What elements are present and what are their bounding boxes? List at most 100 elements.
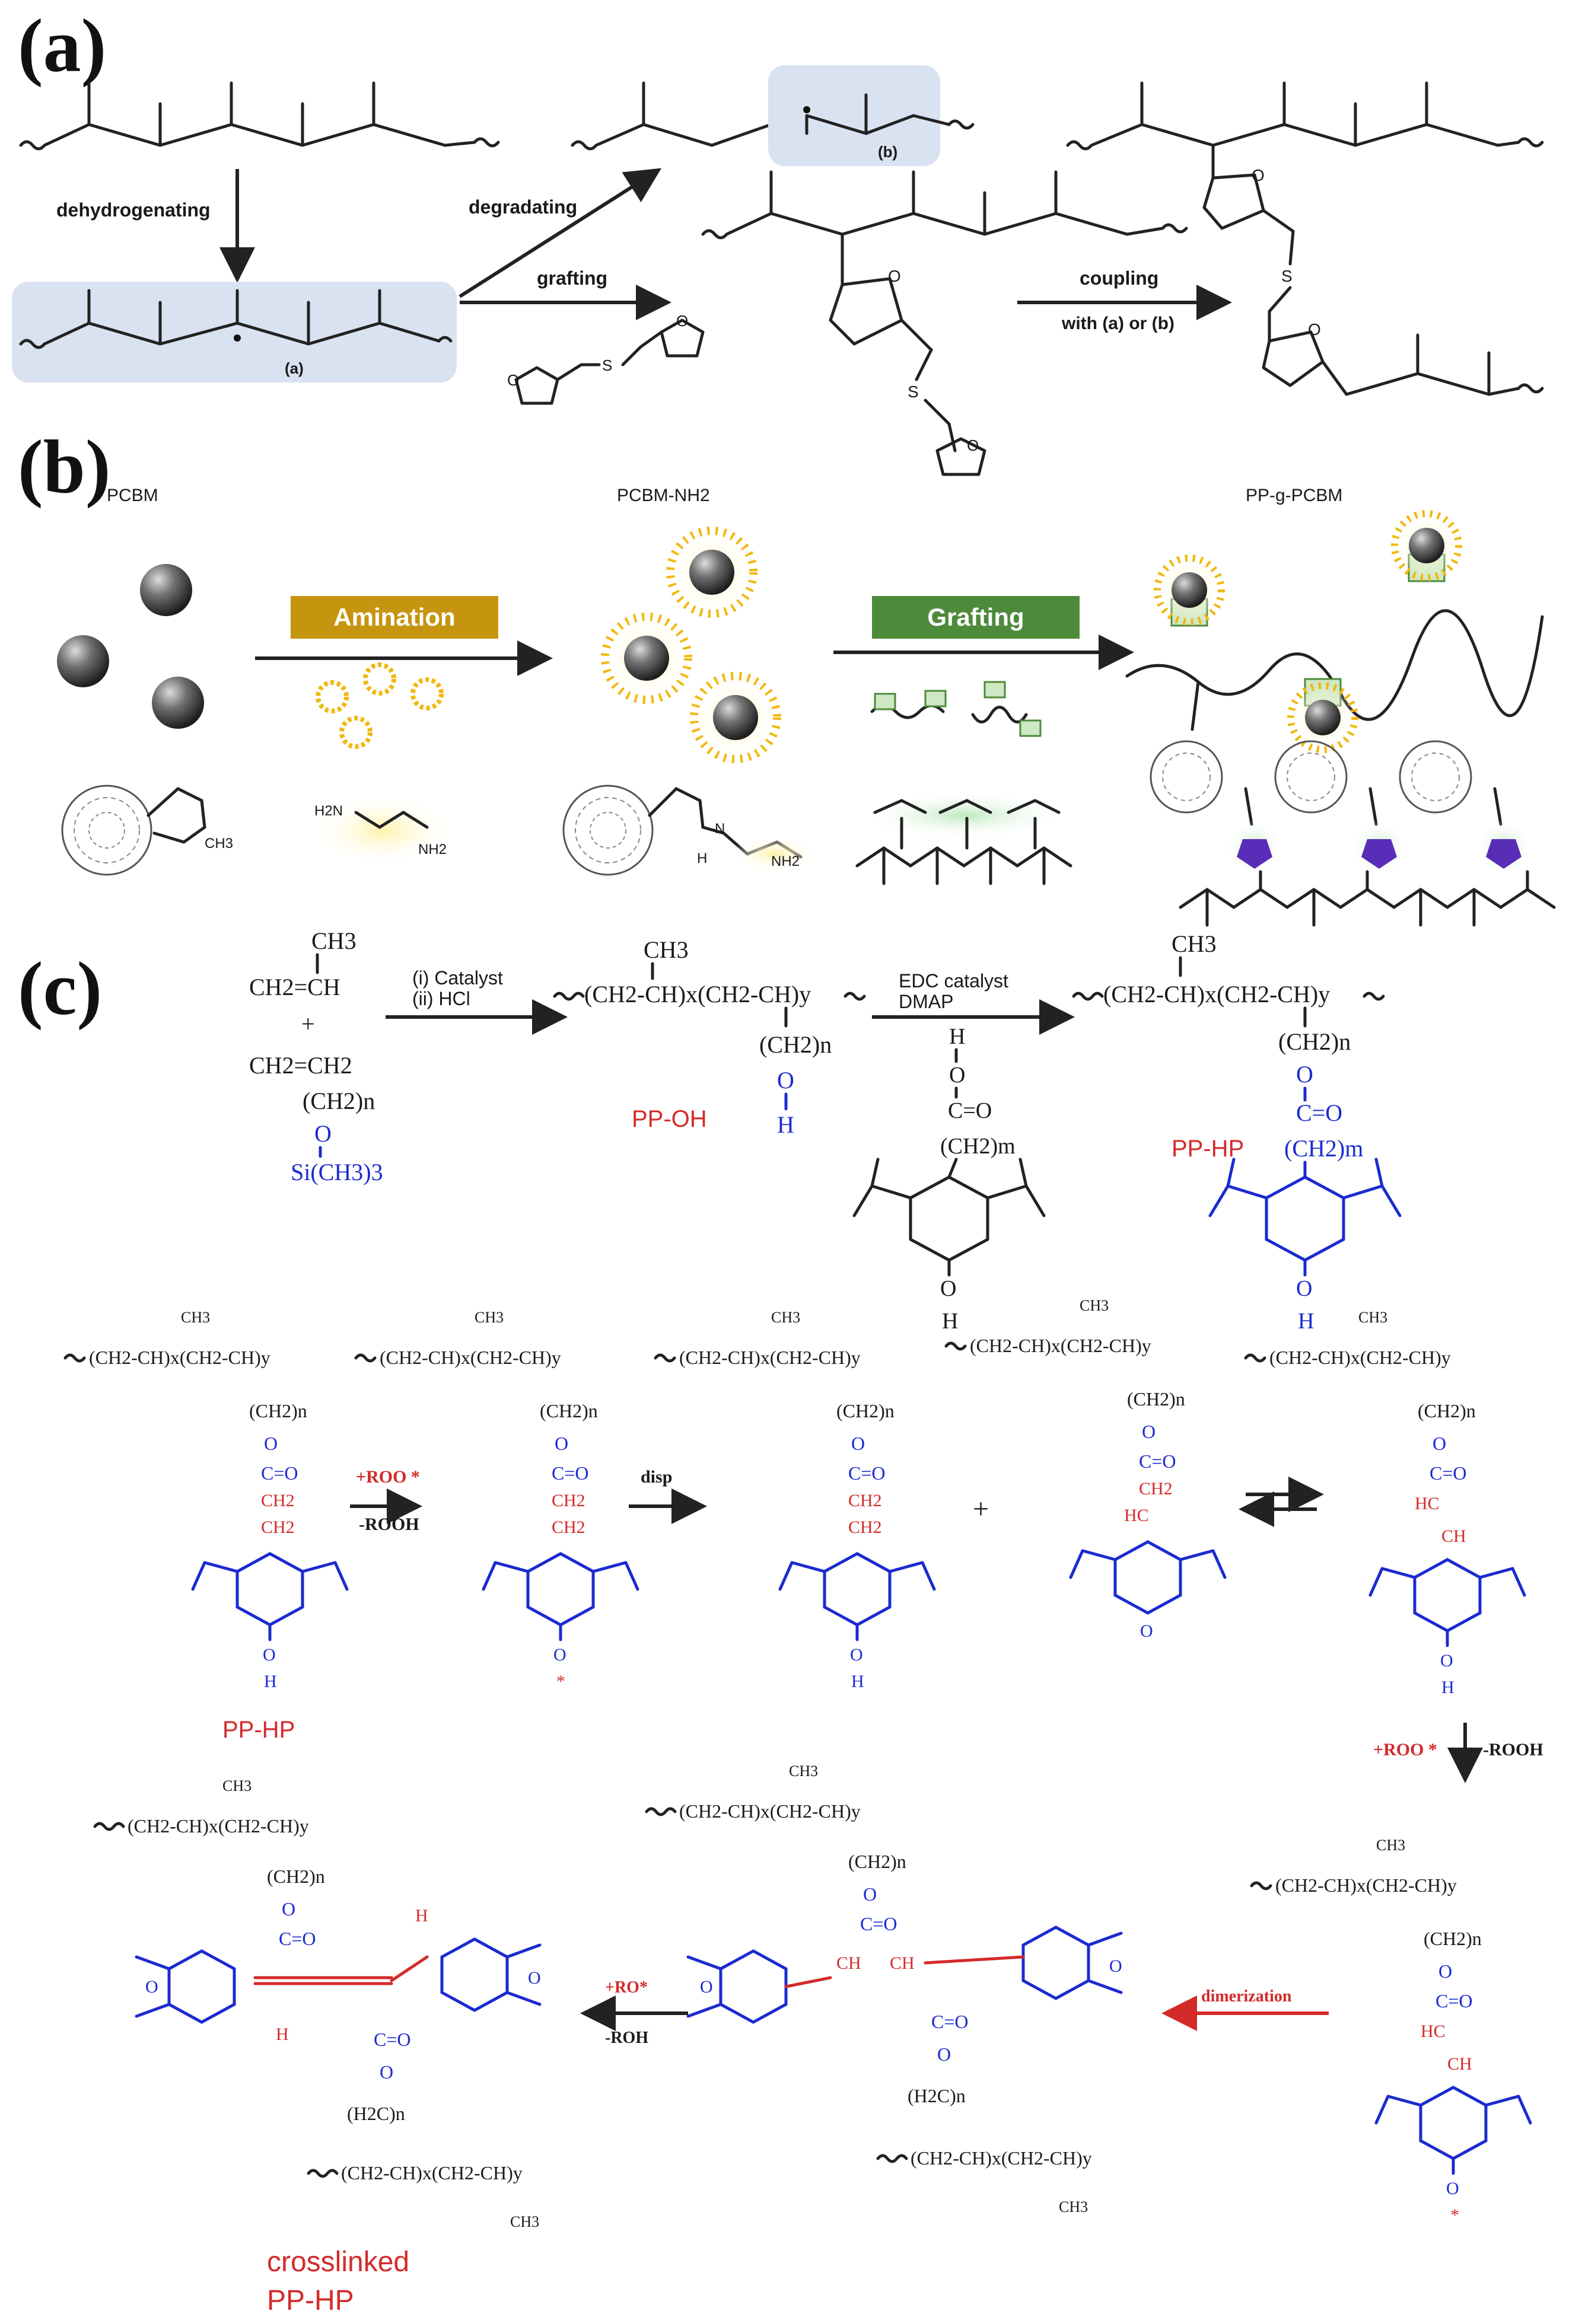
mech2-ch2-b: CH2	[552, 1518, 585, 1537]
pcbm-sphere-2	[57, 635, 109, 687]
mech2-ch2-a: CH2	[552, 1491, 585, 1510]
mech1-ch2-b: CH2	[261, 1518, 295, 1537]
mech5-hc: HC	[1415, 1494, 1440, 1513]
dimer-h2c: (H2C)n	[908, 2085, 966, 2106]
dimer-c-o-bottom: C=O	[931, 2011, 969, 2032]
radical-dot-a	[234, 334, 241, 342]
coupled-product: O S O	[1066, 81, 1544, 396]
panel-c-label: (c)	[18, 946, 102, 1031]
atom-s-reagent: S	[602, 356, 612, 374]
panel-b-label: (b)	[18, 425, 110, 509]
amination-badge	[291, 596, 498, 639]
mech5-ch3: CH3	[1358, 1309, 1387, 1326]
mech-structure-6: (CH2-CH)x(CH2-CH)y CH3 (CH2)n O C=O HC C…	[1250, 1837, 1532, 2225]
xl-o-bottom: O	[380, 2061, 393, 2083]
pphp-c-o: C=O	[1296, 1099, 1342, 1126]
atom-o-coupled-2: O	[1308, 320, 1321, 339]
grafting-badge	[872, 596, 1080, 639]
xl-h-left: H	[276, 2025, 289, 2044]
mech6-radical: *	[1450, 2205, 1459, 2225]
mech1-c-o: C=O	[261, 1462, 298, 1484]
ethylenediamine	[354, 811, 429, 829]
mech5-phenol-o: O	[1440, 1651, 1453, 1671]
radical-a-tag: (a)	[285, 359, 304, 377]
mech5-ch2n: (CH2)n	[1418, 1400, 1476, 1421]
mech2-backbone: (CH2-CH)x(CH2-CH)y	[380, 1347, 561, 1368]
xl-backbone-top: (CH2-CH)x(CH2-CH)y	[128, 1815, 309, 1837]
pp-g-pcbm-structure	[1150, 740, 1556, 927]
monomer-o: O	[314, 1120, 332, 1147]
mech5-o: O	[1433, 1433, 1446, 1454]
dimer-backbone-top: (CH2-CH)x(CH2-CH)y	[679, 1800, 861, 1822]
label-amination: Amination	[333, 603, 455, 631]
mech-dimerization: dimerization	[1201, 1987, 1292, 2006]
label-pp-hp-mech: PP-HP	[222, 1717, 295, 1743]
monomers: CH3 CH2=CH + CH2=CH2 (CH2)n O Si(CH3)3	[249, 927, 383, 1185]
mech3-c-o: C=O	[848, 1462, 886, 1484]
dimer-ch3-bottom: CH3	[1059, 2198, 1088, 2215]
panel-b: (b) PCBM PCBM-NH2 PP-g-PCBM Amination	[18, 425, 1556, 927]
mech-ro-plus: +RO*	[605, 1978, 648, 1997]
mech1-ch3: CH3	[181, 1309, 210, 1326]
pp-hp-structure: CH3 (CH2-CH)x(CH2-CH)y (CH2)n O C=O (CH2…	[1072, 930, 1402, 1334]
cond2-edc: EDC catalyst	[899, 970, 1008, 992]
panel-a: (a) dehydrogenating (a) degradating graf…	[12, 4, 1544, 476]
mech-dimer: (CH2-CH)x(CH2-CH)y CH3 (CH2)n O C=O CH C…	[645, 1762, 1123, 2215]
pphp-ch2m: (CH2)m	[1284, 1135, 1363, 1162]
dimer-o-top: O	[863, 1883, 877, 1905]
difurfuryl-sulfide: S O O	[507, 312, 705, 405]
mech6-ch: CH	[1447, 2054, 1472, 2074]
ppoh-ch3: CH3	[644, 936, 689, 963]
radical-dot-b	[803, 106, 810, 113]
pphp-backbone: (CH2-CH)x(CH2-CH)y	[1103, 981, 1330, 1008]
dimer-backbone-bottom: (CH2-CH)x(CH2-CH)y	[911, 2147, 1092, 2169]
mech5-ch: CH	[1441, 1526, 1466, 1546]
grafted-intermediate: O S O	[701, 170, 1188, 476]
label-coupling: coupling	[1080, 267, 1158, 289]
mech3-ch2-b: CH2	[848, 1518, 882, 1537]
mech2-c-o: C=O	[552, 1462, 589, 1484]
pphp-phenol-o: O	[1296, 1276, 1312, 1301]
mech4-ch2n: (CH2)n	[1127, 1388, 1185, 1410]
pcbm-nh2-n: N	[715, 821, 725, 837]
monomer-propylene: CH2=CH	[249, 974, 340, 1000]
mech3-phenol-o: O	[850, 1645, 863, 1665]
mech5-backbone: (CH2-CH)x(CH2-CH)y	[1269, 1347, 1451, 1368]
mech4-o: O	[1142, 1421, 1156, 1442]
pp-terminal-alkene	[571, 81, 785, 151]
pp-radical-chain-a	[19, 321, 453, 349]
atom-o-reagent-2: O	[676, 312, 688, 330]
xl-quinone-o-left: O	[145, 1977, 158, 1997]
mech1-ch2-a: CH2	[261, 1491, 295, 1510]
ppoh-h: H	[777, 1111, 794, 1138]
pphp-o: O	[1296, 1061, 1313, 1088]
pp-radical-methyls	[87, 289, 381, 346]
mech3-o: O	[851, 1433, 865, 1454]
dimer-ch3-top: CH3	[789, 1762, 818, 1780]
xl-o-top: O	[282, 1898, 295, 1920]
panel-a-label: (a)	[18, 4, 106, 88]
mech4-ch2: CH2	[1139, 1479, 1173, 1499]
mech1-o: O	[264, 1433, 278, 1454]
pphp-ch2n: (CH2)n	[1278, 1028, 1351, 1055]
mech2-o: O	[555, 1433, 568, 1454]
title-pcbm: PCBM	[107, 486, 158, 505]
label-grafting-b: Grafting	[927, 603, 1024, 631]
label-pp-hp-top: PP-HP	[1172, 1136, 1244, 1162]
dimer-ch2n-top: (CH2)n	[848, 1851, 906, 1872]
radical-b-highlight	[768, 65, 940, 166]
label-crosslinked-2: PP-HP	[267, 2285, 354, 2316]
pcbm-nh2-molecule: N H NH2	[562, 785, 819, 876]
mechanism-row-1: (CH2-CH)x(CH2-CH)y CH3 (CH2)n O C=O CH2 …	[63, 1297, 1526, 1743]
ppoh-o: O	[777, 1067, 794, 1094]
pphp-phenol-h: H	[1298, 1309, 1314, 1334]
pphp-ch3: CH3	[1172, 930, 1217, 957]
mech6-o: O	[1438, 1960, 1452, 1982]
radical-a-highlight	[12, 282, 457, 382]
mech3-phenol-h: H	[851, 1672, 864, 1691]
mech5-phenol-h: H	[1441, 1678, 1454, 1697]
dimer-ch-left: CH	[836, 1953, 861, 1973]
mech-structure-1: (CH2-CH)x(CH2-CH)y CH3 (CH2)n O C=O CH2 …	[63, 1309, 349, 1691]
atom-o-reagent-1: O	[507, 371, 519, 389]
label-coupling-detail: with (a) or (b)	[1061, 314, 1174, 333]
